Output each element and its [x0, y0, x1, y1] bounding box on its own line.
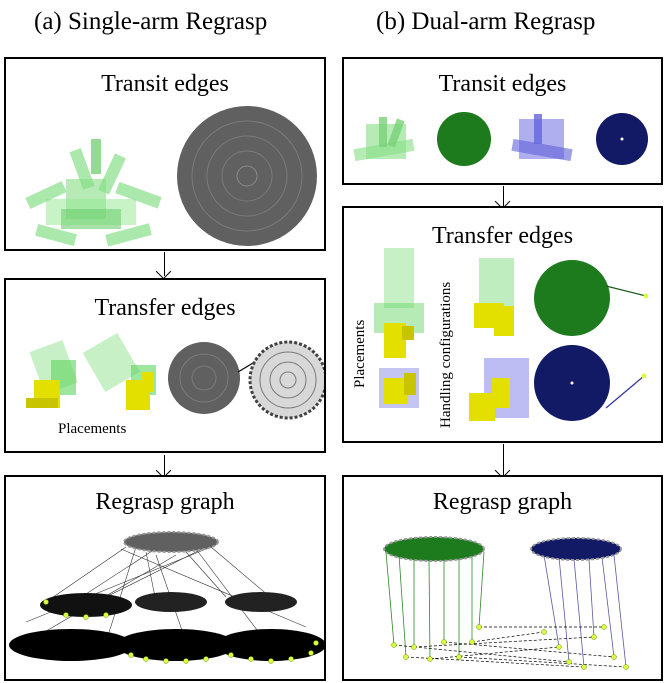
- left-regrasp-graph: [9, 531, 324, 664]
- right-transfer-illustration: [374, 248, 649, 421]
- dual-grasp-placement-top: [374, 248, 424, 358]
- left-arrow-2: [164, 455, 165, 475]
- dual-arm-heading: (b) Dual-arm Regrasp: [376, 8, 596, 35]
- right-transit-title: Transit edges: [438, 71, 567, 97]
- grasp-cluster-green-small: [353, 117, 415, 162]
- right-transfer-panel: Transfer edges Placements Handling confi…: [342, 206, 663, 443]
- green-vertical-edges: [385, 551, 485, 660]
- single-arm-heading: (a) Single-arm Regrasp: [34, 8, 268, 35]
- grasp-placement-2: [82, 332, 156, 410]
- graph-node-center: [135, 592, 207, 612]
- dual-grasp-handling-bottom: [469, 358, 529, 421]
- graph-node-bottom-right: [216, 629, 324, 661]
- grasp-placement-1: [26, 340, 78, 408]
- graph-edges: [25, 541, 307, 643]
- graph-node-green: [383, 536, 485, 562]
- left-transit-illustration: [25, 106, 317, 247]
- graph-node-bottom-left: [9, 629, 133, 661]
- right-regrasp-graph: [383, 536, 629, 670]
- left-transit-title: Transit edges: [101, 71, 229, 97]
- left-transfer-panel: Transfer edges Placements: [4, 278, 326, 453]
- right-transfer-title: Transfer edges: [431, 223, 574, 249]
- blue-vertical-edges: [543, 554, 627, 668]
- transfer-disc-light: [248, 340, 324, 420]
- right-arrow-1: [503, 186, 504, 206]
- left-transit-panel: Transit edges: [4, 57, 326, 251]
- cross-edges: [393, 626, 627, 668]
- transfer-disc-gray: [168, 342, 240, 414]
- dual-graph-vertex-markers: [391, 624, 629, 670]
- right-graph-panel: Regrasp graph: [342, 475, 663, 681]
- left-arrow-1: [164, 252, 165, 276]
- transfer-disc-green: [534, 260, 610, 336]
- dual-grasp-placement-bottom: [379, 368, 419, 408]
- graph-node-top: [123, 531, 219, 553]
- grasp-cluster-green: [25, 139, 162, 247]
- left-placements-label: Placements: [58, 421, 127, 437]
- right-transit-panel: Transit edges: [342, 57, 663, 185]
- left-graph-panel: Regrasp graph: [4, 475, 326, 681]
- left-transfer-title: Transfer edges: [94, 295, 236, 321]
- left-graph-title: Regrasp graph: [95, 489, 235, 515]
- right-transit-illustration: [353, 112, 648, 166]
- left-transfer-illustration: [26, 332, 324, 420]
- right-arrow-2: [503, 444, 504, 475]
- dual-grasp-handling-top: [474, 258, 514, 336]
- right-graph-title: Regrasp graph: [432, 489, 573, 515]
- transit-disc-green: [437, 112, 491, 166]
- graph-node-right: [225, 592, 297, 612]
- transit-disc-gray: [177, 106, 317, 246]
- grasp-cluster-blue-small: [511, 114, 573, 162]
- graph-node-bottom-center: [116, 629, 236, 661]
- graph-vertex-markers: [43, 599, 319, 664]
- graph-node-left: [40, 593, 132, 617]
- graph-node-navy: [530, 537, 622, 561]
